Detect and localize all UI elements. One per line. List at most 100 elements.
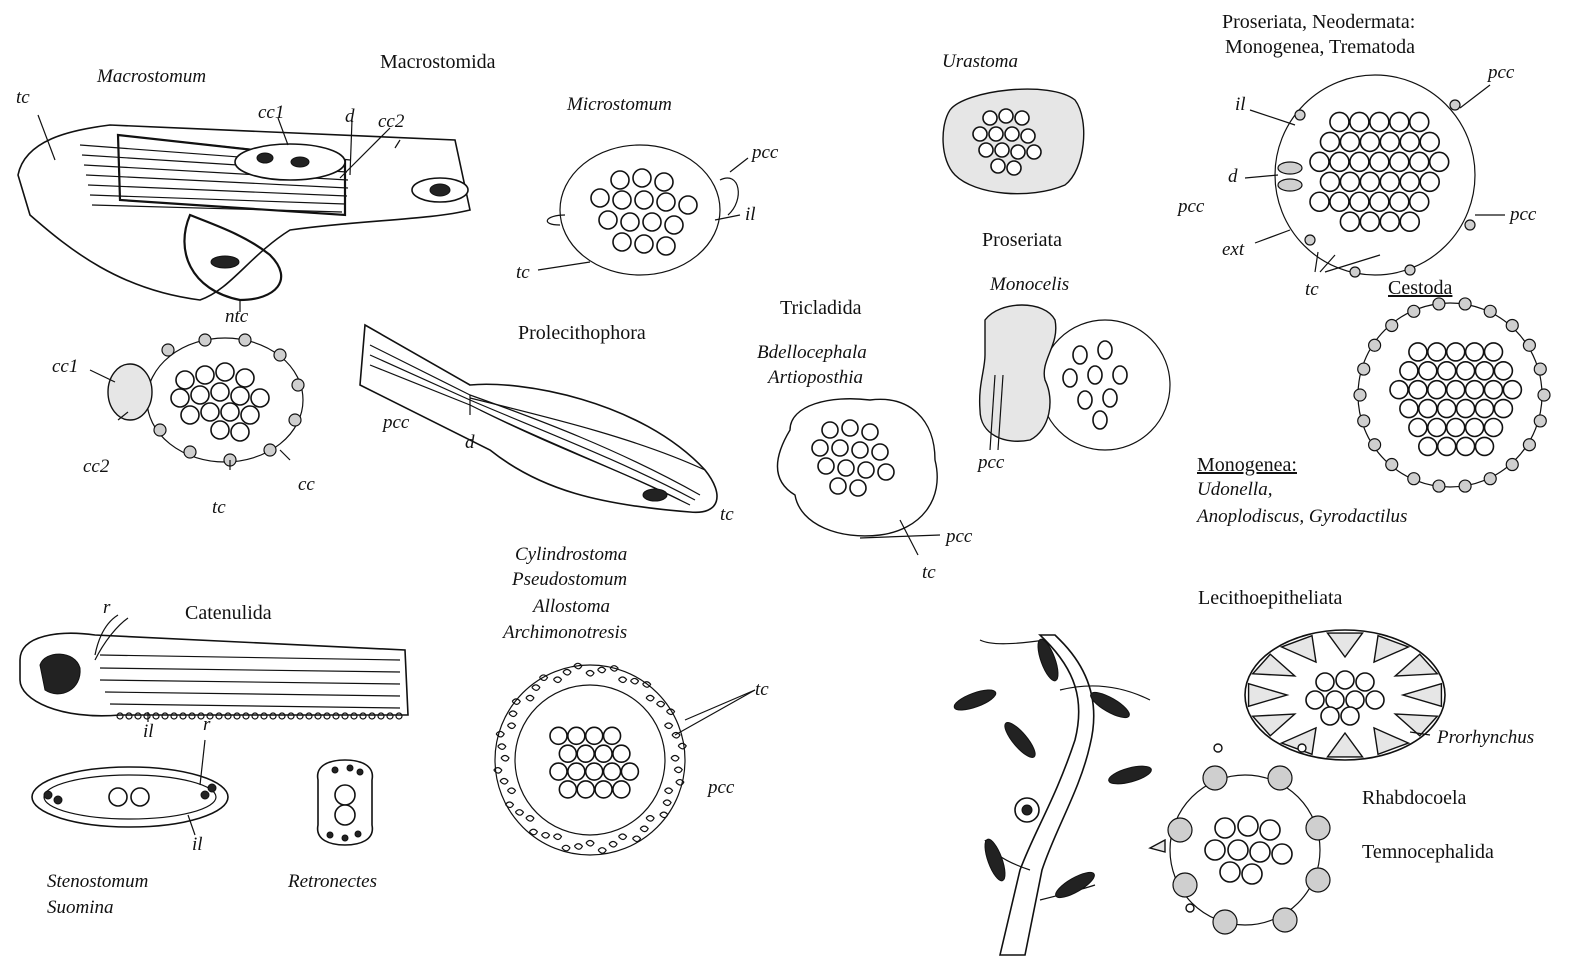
abbr-label-il: il: [143, 722, 154, 741]
cell: [1419, 437, 1437, 455]
cestoda-rim-cell: [1408, 473, 1420, 485]
abbr-label-tc: tc: [16, 88, 30, 107]
taxon-label-stenostomum: Stenostomum: [47, 872, 148, 891]
cylindrostoma-rim-cell: [532, 685, 540, 691]
cell: [1428, 419, 1446, 437]
cell: [586, 727, 603, 744]
cell: [1360, 132, 1379, 151]
taxon-label-allostoma: Allostoma: [533, 597, 610, 616]
cell: [1420, 172, 1439, 191]
cell: [1466, 343, 1484, 361]
cell: [1420, 132, 1439, 151]
cestoda-rim-cell: [1433, 298, 1445, 310]
cell: [1438, 400, 1456, 418]
cylindrostoma-rim-cell: [643, 682, 651, 688]
cell: [550, 763, 567, 780]
cylindrostoma-rim-cell: [553, 834, 561, 840]
cell: [1409, 381, 1427, 399]
cylindrostoma-rim-cell: [674, 767, 682, 773]
cell: [1428, 343, 1446, 361]
cestoda-rim-cell: [1386, 459, 1398, 471]
abbr-label-pcc: pcc: [752, 143, 778, 162]
cell: [1494, 362, 1512, 380]
abbr-label-d: d: [1228, 167, 1238, 186]
taxon-label-cylindrostoma: Cylindrostoma: [515, 545, 627, 564]
stenostomum-drawing: [32, 740, 228, 835]
cell: [1447, 381, 1465, 399]
cell: [1438, 437, 1456, 455]
cell: [1380, 212, 1399, 231]
cell: [1457, 362, 1475, 380]
cell: [1457, 437, 1475, 455]
cestoda-rim-cell: [1369, 439, 1381, 451]
cell: [1310, 192, 1329, 211]
retronectes-drawing: [318, 760, 373, 845]
taxon-label-monocelis: Monocelis: [990, 275, 1069, 294]
abbr-label-tc: tc: [516, 263, 530, 282]
group-label-monogenea-trematoda: Monogenea, Trematoda: [1225, 37, 1415, 57]
cell: [1390, 192, 1409, 211]
cestoda-rim-cell: [1358, 415, 1370, 427]
abbr-label-il: il: [1235, 95, 1246, 114]
group-label-proseriata: Proseriata: [982, 230, 1062, 250]
cylindrostoma-rim-cell: [657, 701, 665, 707]
cylindrostoma-rim-cell: [646, 816, 654, 822]
cell: [1360, 212, 1379, 231]
abbr-label-pcc: pcc: [1178, 197, 1204, 216]
macrostomum-longitudinal-drawing: [18, 115, 470, 312]
taxon-label-retronectes: Retronectes: [288, 872, 377, 891]
microstomum-drawing: [538, 145, 748, 275]
cell: [1419, 362, 1437, 380]
cestoda-drawing: [1354, 298, 1550, 492]
cell: [1330, 152, 1349, 171]
taxon-label-udonella: Udonella,: [1197, 480, 1272, 499]
cell: [577, 781, 594, 798]
abbr-label-ext: ext: [1222, 240, 1244, 259]
cylindrostoma-rim-cell: [598, 667, 606, 673]
cell: [1380, 172, 1399, 191]
abbr-label-tc: tc: [1305, 280, 1319, 299]
cell: [595, 781, 612, 798]
group-label-catenulida: Catenulida: [185, 603, 272, 623]
abbr-label-ntc: ntc: [225, 307, 248, 326]
cell: [1409, 343, 1427, 361]
cylindrostoma-rim-cell: [563, 670, 571, 676]
abbr-label-d: d: [465, 433, 475, 452]
macrostomum-cross-section-drawing: [90, 334, 304, 470]
abbr-label-pcc: pcc: [1488, 63, 1514, 82]
cell: [568, 727, 585, 744]
cell: [1410, 192, 1429, 211]
cell: [1409, 419, 1427, 437]
cell: [1466, 381, 1484, 399]
cylindrostoma-rim-cell: [498, 744, 506, 750]
cestoda-rim-cell: [1459, 480, 1471, 492]
cylindrostoma-rim-cell: [633, 836, 641, 842]
cylindrostoma-rim-cell: [500, 779, 508, 785]
cell: [604, 727, 621, 744]
cylindrostoma-rim-cell: [671, 756, 679, 762]
cell: [1410, 152, 1429, 171]
cylindrostoma-rim-cell: [586, 841, 594, 847]
lecithoepitheliata-drawing: [952, 635, 1153, 955]
group-label-temnocephalida: Temnocephalida: [1362, 842, 1494, 862]
cylindrostoma-rim-cell: [515, 810, 523, 816]
cylindrostoma-rim-cell: [609, 841, 617, 847]
cylindrostoma-rim-cell: [663, 800, 671, 806]
group-label-cestoda: Cestoda: [1388, 278, 1452, 298]
abbr-label-pcc: pcc: [383, 413, 409, 432]
cell: [1340, 212, 1359, 231]
cell: [1476, 437, 1494, 455]
group-label-lecithoepitheliata: Lecithoepitheliata: [1198, 588, 1342, 608]
abbr-label-pcc: pcc: [946, 527, 972, 546]
cell: [1430, 152, 1449, 171]
cestoda-rim-cell: [1386, 319, 1398, 331]
cylindrostoma-rim-cell: [562, 845, 570, 851]
cylindrostoma-rim-cell: [553, 677, 561, 683]
group-label-rhabdocoela: Rhabdocoela: [1362, 788, 1466, 808]
urastoma-drawing: [943, 89, 1084, 194]
taxon-label-microstomum: Microstomum: [567, 95, 672, 114]
cell: [1370, 112, 1389, 131]
abbr-label-cc1: cc1: [52, 357, 78, 376]
cell: [1485, 419, 1503, 437]
